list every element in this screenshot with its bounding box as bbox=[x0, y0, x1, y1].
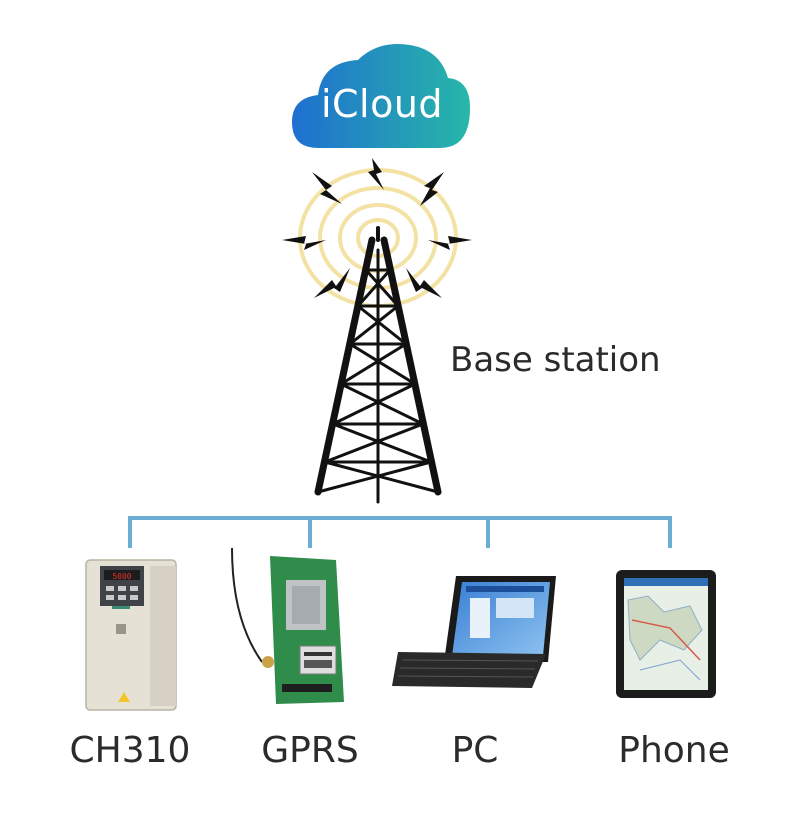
lightning-icons bbox=[282, 158, 472, 298]
device-label-pc: PC bbox=[451, 730, 499, 771]
connection-lines bbox=[128, 516, 672, 548]
phone-icon bbox=[616, 570, 716, 698]
inverter-icon: 5000 bbox=[85, 559, 177, 711]
cloud-icon bbox=[292, 44, 470, 148]
svg-text:5000: 5000 bbox=[112, 572, 131, 581]
cloud-label: iCloud bbox=[320, 82, 444, 126]
device-label-gprs: GPRS bbox=[261, 730, 359, 771]
tower-icon bbox=[314, 226, 442, 504]
pc-icon bbox=[392, 576, 556, 688]
base-station-label: Base station bbox=[450, 340, 661, 380]
gprs-module-icon bbox=[231, 547, 344, 704]
device-label-phone: Phone bbox=[618, 730, 730, 771]
device-label-ch310: CH310 bbox=[69, 730, 191, 771]
